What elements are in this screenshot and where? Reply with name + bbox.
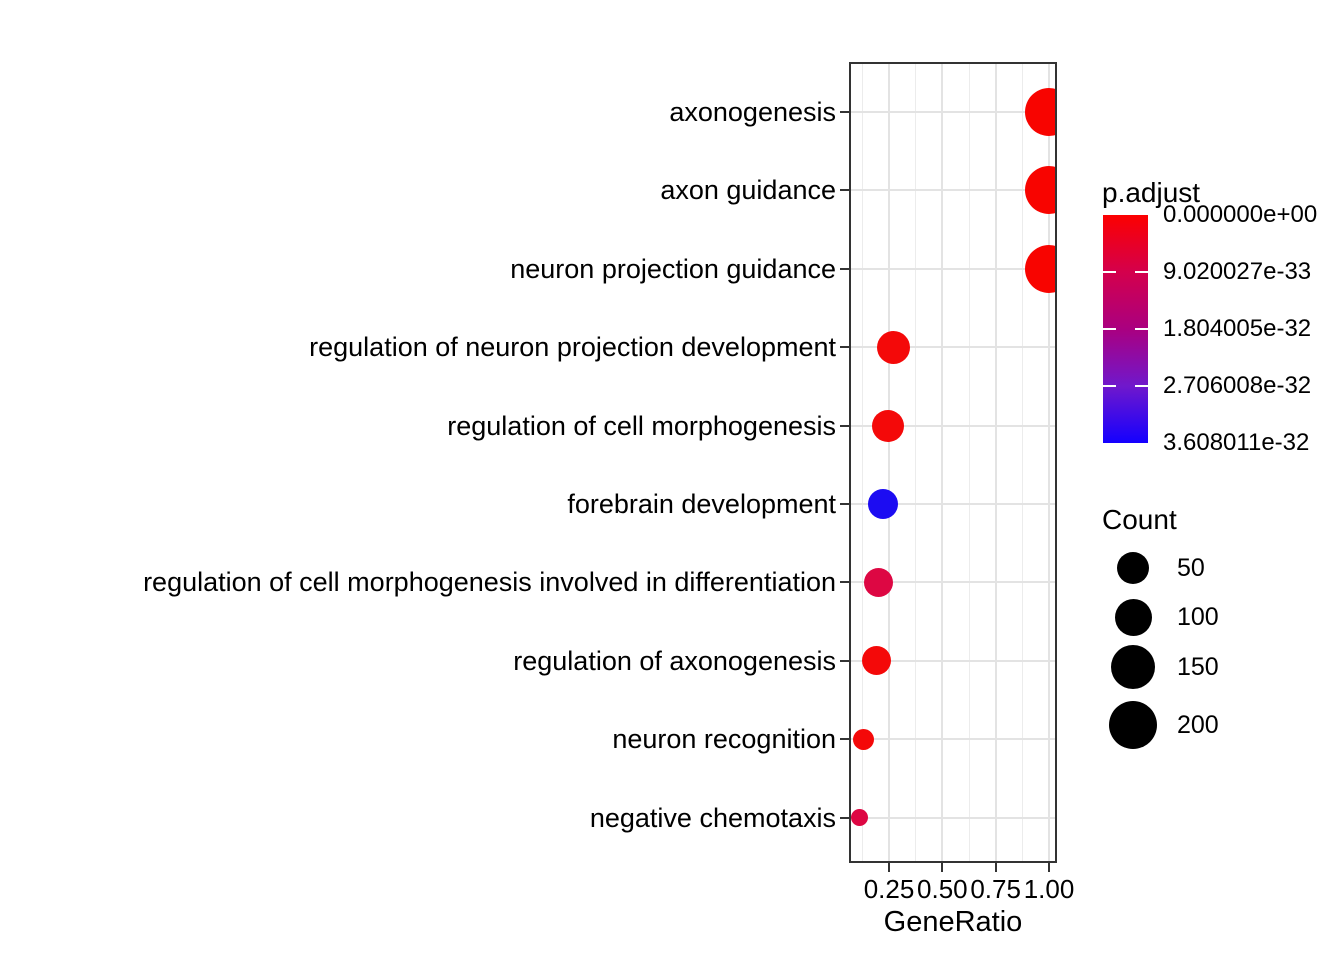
y-axis-label: regulation of cell morphogenesis involve…: [143, 567, 836, 598]
y-tick-mark: [840, 111, 849, 113]
y-tick-mark: [840, 346, 849, 349]
row-gridline: [849, 424, 1057, 427]
data-point: [1025, 244, 1057, 293]
gradient-tick: [1103, 271, 1116, 273]
data-point: [861, 646, 891, 676]
row-gridline: [849, 346, 1057, 349]
x-tick-mark: [941, 863, 944, 872]
x-tick-mark: [994, 863, 997, 872]
y-axis-label: axon guidance: [660, 175, 836, 206]
data-point: [852, 728, 874, 750]
row-gridline: [849, 267, 1057, 270]
count-legend-dot: [1117, 552, 1149, 584]
major-gridline: [1048, 62, 1050, 863]
data-point: [867, 489, 898, 519]
row-gridline: [849, 738, 1057, 741]
y-tick-mark: [840, 189, 849, 192]
row-gridline: [849, 816, 1057, 819]
count-legend-label: 150: [1177, 653, 1219, 681]
count-legend-label: 100: [1177, 603, 1219, 631]
y-tick-mark: [840, 659, 849, 662]
padjust-tick-label: 2.706008e-32: [1163, 372, 1312, 399]
data-point: [871, 409, 904, 442]
x-tick-label: 1.00: [1023, 874, 1075, 904]
x-tick-label: 0.25: [863, 874, 915, 904]
row-gridline: [849, 581, 1057, 584]
data-point: [850, 809, 868, 827]
gradient-tick: [1135, 271, 1148, 273]
minor-gridline: [915, 62, 917, 863]
x-axis-title: GeneRatio: [883, 906, 1023, 938]
row-gridline: [849, 111, 1057, 113]
count-legend-dot: [1111, 645, 1155, 689]
major-gridline: [888, 62, 890, 863]
y-tick-mark: [840, 503, 849, 505]
gradient-tick: [1103, 385, 1116, 387]
y-axis-label: negative chemotaxis: [589, 802, 836, 833]
x-tick-label: 0.50: [917, 874, 968, 904]
y-axis-label: neuron recognition: [612, 724, 836, 755]
count-legend-dot: [1109, 701, 1157, 749]
padjust-gradient-bar: [1103, 215, 1148, 443]
row-gridline: [849, 659, 1057, 662]
count-legend-title: Count: [1102, 504, 1177, 535]
plot-panel: [849, 62, 1057, 863]
count-legend-dot: [1114, 598, 1152, 636]
y-axis-label: regulation of axonogenesis: [513, 645, 836, 676]
data-point: [876, 330, 910, 364]
minor-gridline: [968, 62, 970, 863]
gradient-tick: [1135, 328, 1148, 330]
y-axis-label: regulation of cell morphogenesis: [447, 410, 836, 441]
y-tick-mark: [840, 424, 849, 427]
y-axis-label: neuron projection guidance: [510, 253, 836, 284]
y-tick-mark: [840, 581, 849, 584]
row-gridline: [849, 503, 1057, 505]
major-gridline: [941, 62, 944, 863]
y-tick-mark: [840, 816, 849, 819]
padjust-tick-label: 0.000000e+00: [1163, 201, 1318, 228]
count-legend-label: 200: [1177, 711, 1219, 739]
count-legend-label: 50: [1177, 554, 1205, 582]
y-tick-mark: [840, 738, 849, 741]
data-point: [863, 567, 893, 597]
x-tick-mark: [888, 863, 890, 872]
y-axis-label: forebrain development: [567, 489, 836, 519]
row-gridline: [849, 189, 1057, 192]
x-tick-label: 0.75: [970, 874, 1021, 904]
gradient-tick: [1135, 385, 1148, 387]
x-tick-mark: [1048, 863, 1050, 872]
y-axis-label: regulation of neuron projection developm…: [309, 332, 836, 363]
padjust-tick-label: 3.608011e-32: [1163, 429, 1310, 456]
padjust-legend-title: p.adjust: [1102, 177, 1201, 208]
minor-gridline: [861, 62, 863, 863]
y-tick-mark: [840, 267, 849, 270]
gradient-tick: [1103, 328, 1116, 330]
y-axis-label: axonogenesis: [669, 97, 836, 127]
padjust-tick-label: 9.020027e-33: [1163, 258, 1312, 285]
major-gridline: [994, 62, 997, 863]
padjust-tick-label: 1.804005e-32: [1163, 315, 1312, 342]
data-point: [1025, 88, 1057, 136]
data-point: [1025, 166, 1057, 215]
minor-gridline: [1021, 62, 1023, 863]
